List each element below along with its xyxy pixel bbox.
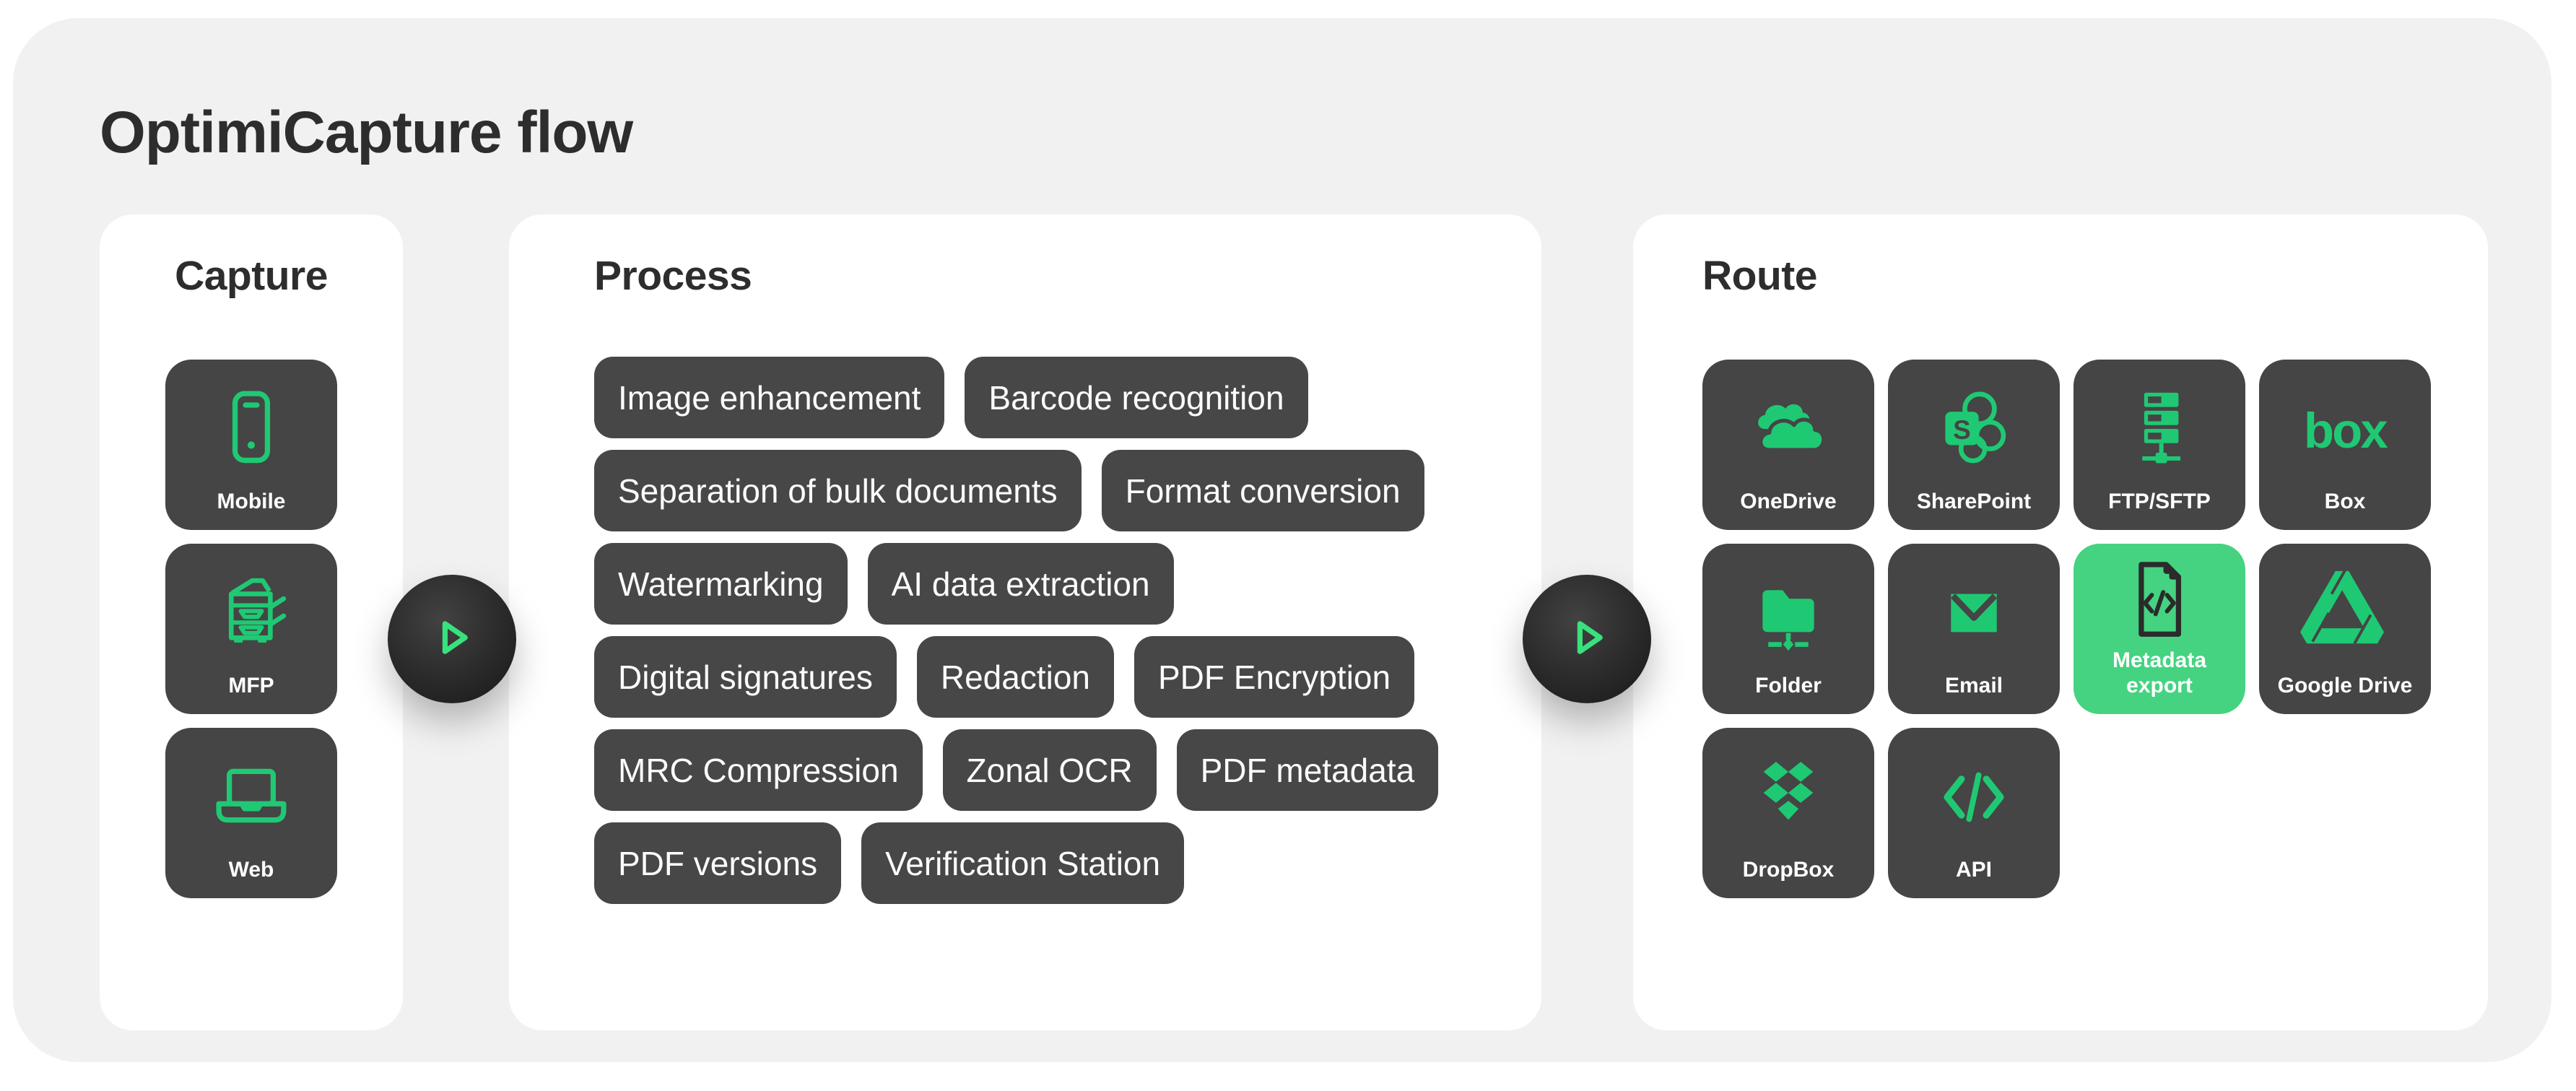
route-tile-grid: OneDrive S SharePoint FTP/SFTP box Box F… xyxy=(1702,360,2488,898)
tile-label: API xyxy=(1955,857,1992,882)
capture-panel-title: Capture xyxy=(175,253,328,299)
process-pill-digital-signatures: Digital signatures xyxy=(594,636,897,718)
route-tile-metadata-export: Metadata export xyxy=(2074,544,2245,714)
capture-tile-mobile: Mobile xyxy=(165,360,337,530)
process-pill-format-conversion: Format conversion xyxy=(1101,450,1424,531)
box-icon: box xyxy=(2259,360,2431,490)
process-panel-title: Process xyxy=(594,253,752,299)
tile-label: Google Drive xyxy=(2277,673,2413,697)
dropbox-icon xyxy=(1702,728,1874,858)
route-tile-api: API xyxy=(1888,728,2060,898)
web-icon xyxy=(165,728,337,858)
tile-label: Metadata export xyxy=(2112,648,2207,697)
play-icon xyxy=(417,603,487,676)
route-tile-onedrive: OneDrive xyxy=(1702,360,1874,530)
flow-diagram-container: OptimiCapture flow Capture Mobile MFP We… xyxy=(13,18,2551,1062)
svg-text:S: S xyxy=(1953,415,1971,445)
process-pill-mrc-compression: MRC Compression xyxy=(594,729,923,811)
tile-label: Box xyxy=(2324,489,2366,513)
route-tile-email: Email xyxy=(1888,544,2060,714)
route-tile-google-drive: Google Drive xyxy=(2259,544,2431,714)
page-title: OptimiCapture flow xyxy=(100,100,633,165)
process-pill-pdf-metadata: PDF metadata xyxy=(1176,729,1439,811)
onedrive-icon xyxy=(1702,360,1874,490)
route-tile-box: box Box xyxy=(2259,360,2431,530)
play-icon xyxy=(1552,603,1622,676)
svg-text:box: box xyxy=(2304,403,2388,458)
tile-label: Mobile xyxy=(217,489,286,513)
capture-tile-mfp: MFP xyxy=(165,544,337,714)
email-icon xyxy=(1888,544,2060,674)
play-button-1[interactable] xyxy=(388,575,516,703)
mfp-icon xyxy=(165,544,337,674)
process-pill-barcode-recognition: Barcode recognition xyxy=(965,357,1308,438)
route-tile-dropbox: DropBox xyxy=(1702,728,1874,898)
tile-label: FTP/SFTP xyxy=(2108,489,2211,513)
play-button-2[interactable] xyxy=(1523,575,1651,703)
process-pill-pdf-versions: PDF versions xyxy=(594,822,842,904)
process-pill-redaction: Redaction xyxy=(916,636,1114,718)
capture-tile-list: Mobile MFP Web xyxy=(100,360,403,898)
tile-label: Web xyxy=(228,857,274,882)
tile-label: DropBox xyxy=(1742,857,1835,882)
route-panel-title: Route xyxy=(1702,253,1817,299)
process-pill-separation-of-bulk-documents: Separation of bulk documents xyxy=(594,450,1082,531)
capture-panel: Capture Mobile MFP Web xyxy=(100,214,403,1030)
route-panel: Route OneDrive S SharePoint FTP/SFTP box… xyxy=(1633,214,2488,1030)
mobile-icon xyxy=(165,360,337,490)
tile-label: Folder xyxy=(1755,673,1822,697)
process-pill-pdf-encryption: PDF Encryption xyxy=(1133,636,1415,718)
sharepoint-icon: S xyxy=(1888,360,2060,490)
process-pill-zonal-ocr: Zonal OCR xyxy=(942,729,1157,811)
process-pill-image-enhancement: Image enhancement xyxy=(594,357,945,438)
tile-label: SharePoint xyxy=(1916,489,2032,513)
route-tile-folder: Folder xyxy=(1702,544,1874,714)
folder-icon xyxy=(1702,544,1874,674)
api-icon xyxy=(1888,728,2060,858)
tile-label: Email xyxy=(1944,673,2003,697)
gdrive-icon xyxy=(2259,544,2431,674)
metadata-icon xyxy=(2074,544,2245,648)
capture-tile-web: Web xyxy=(165,728,337,898)
route-tile-ftp-sftp: FTP/SFTP xyxy=(2074,360,2245,530)
process-pill-watermarking: Watermarking xyxy=(594,543,848,625)
process-pill-verification-station: Verification Station xyxy=(861,822,1185,904)
ftp-icon xyxy=(2074,360,2245,490)
process-pill-ai-data-extraction: AI data extraction xyxy=(867,543,1174,625)
route-tile-sharepoint: S SharePoint xyxy=(1888,360,2060,530)
tile-label: OneDrive xyxy=(1740,489,1837,513)
tile-label: MFP xyxy=(228,673,274,697)
